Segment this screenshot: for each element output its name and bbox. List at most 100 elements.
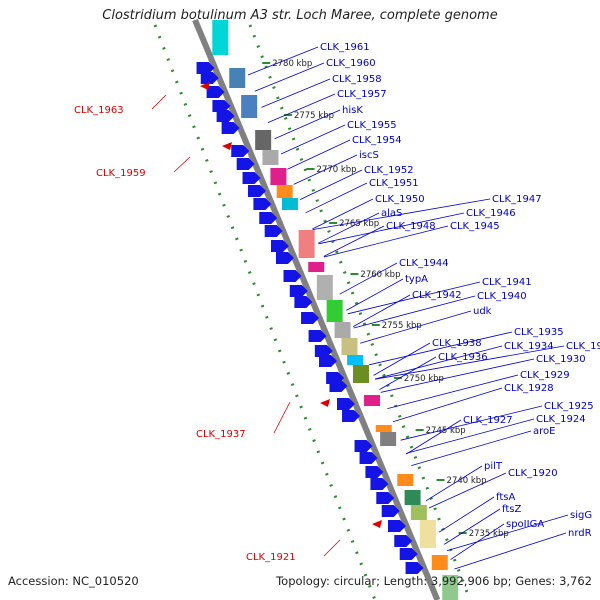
gene-arrow[interactable]: [264, 225, 283, 237]
feature-block[interactable]: [375, 425, 392, 432]
feature-block[interactable]: [212, 20, 229, 55]
gene-arrow[interactable]: [319, 355, 338, 367]
feature-block[interactable]: [352, 365, 369, 383]
gene-label[interactable]: CLK_1942: [412, 290, 462, 301]
gene-label[interactable]: nrdR: [568, 528, 592, 539]
gene-arrow[interactable]: [354, 440, 373, 452]
gene-arrow[interactable]: [283, 270, 302, 282]
gene-arrow[interactable]: [399, 548, 418, 560]
gene-label[interactable]: CLK_1952: [364, 165, 414, 176]
gene-label[interactable]: typA: [405, 274, 428, 285]
highlight-gene-label[interactable]: CLK_1937: [196, 429, 246, 440]
gene-arrow[interactable]: [259, 212, 278, 224]
feature-block[interactable]: [270, 168, 287, 185]
feature-block[interactable]: [380, 432, 397, 446]
feature-block[interactable]: [326, 300, 343, 322]
highlight-gene-label[interactable]: CLK_1959: [96, 168, 146, 179]
gene-arrow[interactable]: [370, 478, 389, 490]
gene-label[interactable]: CLK_1954: [352, 135, 402, 146]
gene-arrow[interactable]: [329, 380, 348, 392]
gene-arrow[interactable]: [337, 398, 356, 410]
gene-label[interactable]: CLK_1941: [482, 277, 532, 288]
gene-arrow[interactable]: [376, 492, 395, 504]
gene-label[interactable]: CLK_1929: [520, 370, 570, 381]
gene-arrow[interactable]: [216, 110, 235, 122]
gene-label[interactable]: CLK_1934: [504, 341, 554, 352]
gene-arrow[interactable]: [365, 466, 384, 478]
gene-arrow[interactable]: [206, 86, 225, 98]
feature-block[interactable]: [262, 150, 279, 165]
highlight-gene-label[interactable]: CLK_1921: [246, 552, 296, 563]
feature-block[interactable]: [298, 230, 315, 258]
gene-label[interactable]: CLK_1938: [432, 338, 482, 349]
gene-label[interactable]: CLK_1957: [337, 89, 387, 100]
gene-arrow[interactable]: [253, 198, 272, 210]
feature-block[interactable]: [341, 338, 358, 355]
gene-label[interactable]: aroE: [533, 426, 555, 437]
gene-arrow[interactable]: [388, 520, 406, 532]
gene-label[interactable]: CLK_1930: [536, 354, 586, 365]
feature-block[interactable]: [316, 275, 333, 300]
gene-arrow[interactable]: [212, 100, 231, 112]
gene-arrow[interactable]: [314, 345, 333, 357]
gene-arrow[interactable]: [200, 72, 219, 84]
gene-arrow[interactable]: [381, 505, 400, 517]
gene-arrow[interactable]: [308, 330, 327, 342]
feature-block[interactable]: [442, 575, 459, 600]
gene-label[interactable]: ftsZ: [502, 504, 521, 515]
gene-label[interactable]: CLK_1948: [386, 221, 436, 232]
feature-block[interactable]: [364, 395, 381, 406]
gene-label[interactable]: CLK_1958: [332, 74, 382, 85]
gene-label[interactable]: CLK_1927: [463, 415, 513, 426]
gene-arrow[interactable]: [301, 312, 320, 324]
gene-arrow[interactable]: [394, 535, 413, 547]
gene-label[interactable]: CLK_1920: [508, 468, 558, 479]
gene-arrow[interactable]: [294, 296, 313, 308]
gene-label[interactable]: CLK_1945: [450, 221, 500, 232]
gene-label[interactable]: udk: [473, 306, 492, 317]
gene-label[interactable]: pilT: [484, 461, 503, 472]
gene-label[interactable]: CLK_1940: [477, 291, 527, 302]
gene-label[interactable]: CLK_1950: [375, 194, 425, 205]
gene-arrow[interactable]: [231, 145, 250, 157]
gene-arrow[interactable]: [275, 252, 294, 264]
highlight-gene-label[interactable]: CLK_1963: [74, 105, 124, 116]
gene-arrow[interactable]: [247, 185, 266, 197]
gene-label[interactable]: hisK: [342, 105, 363, 116]
gene-label[interactable]: CLK_1925: [544, 401, 594, 412]
gene-label[interactable]: CLK_1936: [438, 352, 488, 363]
gene-arrow[interactable]: [342, 410, 361, 422]
gene-label[interactable]: alaS: [381, 208, 402, 219]
gene-label[interactable]: CLK_1947: [492, 194, 542, 205]
gene-arrow[interactable]: [196, 62, 215, 74]
feature-block[interactable]: [419, 520, 436, 548]
feature-block[interactable]: [255, 130, 272, 150]
gene-label[interactable]: CLK_1924: [536, 414, 586, 425]
gene-arrow[interactable]: [221, 122, 240, 134]
feature-block[interactable]: [334, 322, 351, 338]
gene-label[interactable]: sigG: [570, 510, 592, 521]
feature-block[interactable]: [308, 262, 325, 272]
gene-label[interactable]: CLK_1928: [504, 383, 554, 394]
gene-label[interactable]: CLK_1946: [466, 208, 516, 219]
feature-block[interactable]: [241, 95, 258, 118]
gene-label[interactable]: CLK_1931: [566, 341, 600, 352]
feature-block[interactable]: [229, 68, 246, 88]
gene-arrow[interactable]: [242, 172, 261, 184]
gene-arrow[interactable]: [289, 285, 308, 297]
gene-arrow[interactable]: [270, 240, 289, 252]
feature-block[interactable]: [404, 490, 421, 505]
feature-block[interactable]: [281, 198, 298, 210]
feature-block[interactable]: [347, 355, 364, 365]
gene-arrow[interactable]: [405, 562, 424, 574]
gene-label[interactable]: ftsA: [496, 492, 515, 503]
gene-arrow[interactable]: [236, 158, 255, 170]
gene-label[interactable]: CLK_1951: [369, 178, 419, 189]
gene-label[interactable]: spoIIGA: [506, 519, 544, 530]
gene-label[interactable]: iscS: [359, 150, 379, 161]
feature-block[interactable]: [276, 185, 293, 198]
gene-label[interactable]: CLK_1955: [347, 120, 397, 131]
gene-label[interactable]: CLK_1935: [514, 327, 564, 338]
feature-block[interactable]: [431, 555, 448, 570]
